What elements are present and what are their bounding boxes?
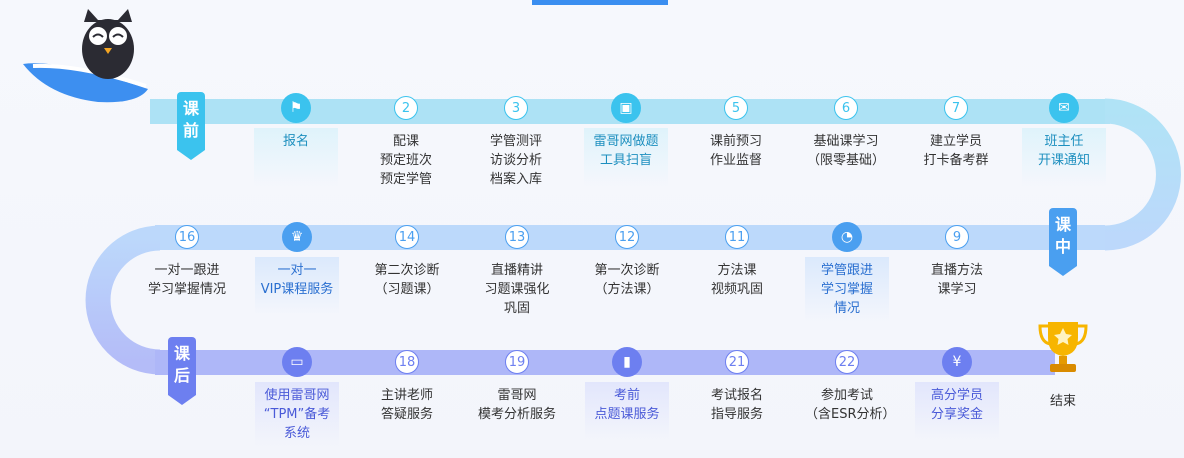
- phase-tag-pre-class: 课 前: [177, 92, 205, 160]
- trophy-icon: [1038, 322, 1088, 372]
- step-label: 雷哥网 模考分析服务: [477, 388, 556, 422]
- step-number: 6: [834, 96, 858, 120]
- row1-step: ⚑ 报名: [241, 93, 351, 186]
- step-label: 一对一跟进 学习掌握情况: [147, 263, 226, 297]
- step-label: 学管测评 访谈分析 档案入库: [489, 134, 542, 187]
- row3-step: 22 参加考试 （含ESR分析）: [792, 350, 902, 428]
- step-number: 14: [395, 225, 419, 249]
- step-number: 11: [725, 225, 749, 249]
- step-number: 21: [725, 350, 749, 374]
- step-label: 第二次诊断 （习题课）: [374, 263, 440, 297]
- row2-step: 14 第二次诊断 （习题课）: [352, 225, 462, 303]
- money-bag-icon: ¥: [942, 347, 972, 377]
- row2-step: ◔ 学管跟进 学习掌握 情况: [792, 222, 902, 322]
- step-number: 7: [944, 96, 968, 120]
- phase-tag-post-class: 课 后: [168, 337, 196, 405]
- step-label: 第一次诊断 （方法课）: [594, 263, 660, 297]
- briefcase-icon: ▣: [611, 93, 641, 123]
- step-label: 考前 点题课服务: [585, 382, 669, 440]
- book-icon: ▮: [612, 347, 642, 377]
- row1-step: 6 基础课学习 （限零基础）: [791, 96, 901, 174]
- row3-step: 21 考试报名 指导服务: [682, 350, 792, 428]
- row3-step: 19 雷哥网 模考分析服务: [462, 350, 572, 428]
- step-label: 方法课 视频巩固: [710, 263, 763, 297]
- end-label: 结束: [1049, 394, 1076, 409]
- row3-step: 18 主讲老师 答疑服务: [352, 350, 462, 428]
- step-label: 班主任 开课通知: [1022, 128, 1106, 186]
- row2-step: 9 直播方法 课学习: [902, 225, 1012, 303]
- step-label: 使用雷哥网 “TPM”备考 系统: [255, 382, 339, 447]
- owl-mascot-logo: [23, 9, 148, 103]
- step-label: 学管跟进 学习掌握 情况: [805, 257, 889, 322]
- step-number: 18: [395, 350, 419, 374]
- row3-step: ¥ 高分学员 分享奖金: [902, 347, 1012, 440]
- phase-tag-in-class: 课 中: [1049, 208, 1077, 276]
- step-label: 一对一 VIP课程服务: [255, 257, 339, 315]
- step-label: 基础课学习 （限零基础）: [806, 134, 885, 168]
- step-label: 配课 预定班次 预定学管: [379, 134, 432, 187]
- row2-step: 16 一对一跟进 学习掌握情况: [132, 225, 242, 303]
- row1-step: 7 建立学员 打卡备考群: [901, 96, 1011, 174]
- step-number: 5: [724, 96, 748, 120]
- step-number: 3: [504, 96, 528, 120]
- step-label: 主讲老师 答疑服务: [380, 388, 433, 422]
- top-accent-bar: [532, 0, 668, 5]
- step-label: 直播方法 课学习: [930, 263, 983, 297]
- step-label: 报名: [254, 128, 338, 186]
- row2-step: 13 直播精讲 习题课强化 巩固: [462, 225, 572, 322]
- step-label: 直播精讲 习题课强化 巩固: [484, 263, 550, 316]
- mail-icon: ✉: [1049, 93, 1079, 123]
- laptop-icon: ▭: [282, 347, 312, 377]
- crown-icon: ♛: [282, 222, 312, 252]
- row2-step: 12 第一次诊断 （方法课）: [572, 225, 682, 303]
- step-label: 雷哥网做题 工具扫盲: [584, 128, 668, 186]
- row2-step: 11 方法课 视频巩固: [682, 225, 792, 303]
- step-number: 13: [505, 225, 529, 249]
- row1-step: 3 学管测评 访谈分析 档案入库: [461, 96, 571, 193]
- row3-step: ▭ 使用雷哥网 “TPM”备考 系统: [242, 347, 352, 447]
- step-number: 22: [835, 350, 859, 374]
- step-number: 9: [945, 225, 969, 249]
- row1-step: ▣ 雷哥网做题 工具扫盲: [571, 93, 681, 186]
- step-number: 12: [615, 225, 639, 249]
- row1-step: 5 课前预习 作业监督: [681, 96, 791, 174]
- flag-icon: ⚑: [281, 93, 311, 123]
- row2-step: ♛ 一对一 VIP课程服务: [242, 222, 352, 315]
- track-curve-right: [1104, 98, 1181, 251]
- pie-chart-icon: ◔: [832, 222, 862, 252]
- track-curve-left: [85, 225, 161, 375]
- row1-step: ✉ 班主任 开课通知: [1009, 93, 1119, 186]
- step-number: 16: [175, 225, 199, 249]
- step-label: 高分学员 分享奖金: [915, 382, 999, 440]
- row3-step: ▮ 考前 点题课服务: [572, 347, 682, 440]
- step-number: 2: [394, 96, 418, 120]
- step-label: 考试报名 指导服务: [710, 388, 763, 422]
- step-label: 课前预习 作业监督: [709, 134, 762, 168]
- step-label: 建立学员 打卡备考群: [923, 134, 989, 168]
- row1-step: 2 配课 预定班次 预定学管: [351, 96, 461, 193]
- step-label: 参加考试 （含ESR分析）: [805, 388, 896, 422]
- step-number: 19: [505, 350, 529, 374]
- step-end: 结束: [1023, 318, 1103, 409]
